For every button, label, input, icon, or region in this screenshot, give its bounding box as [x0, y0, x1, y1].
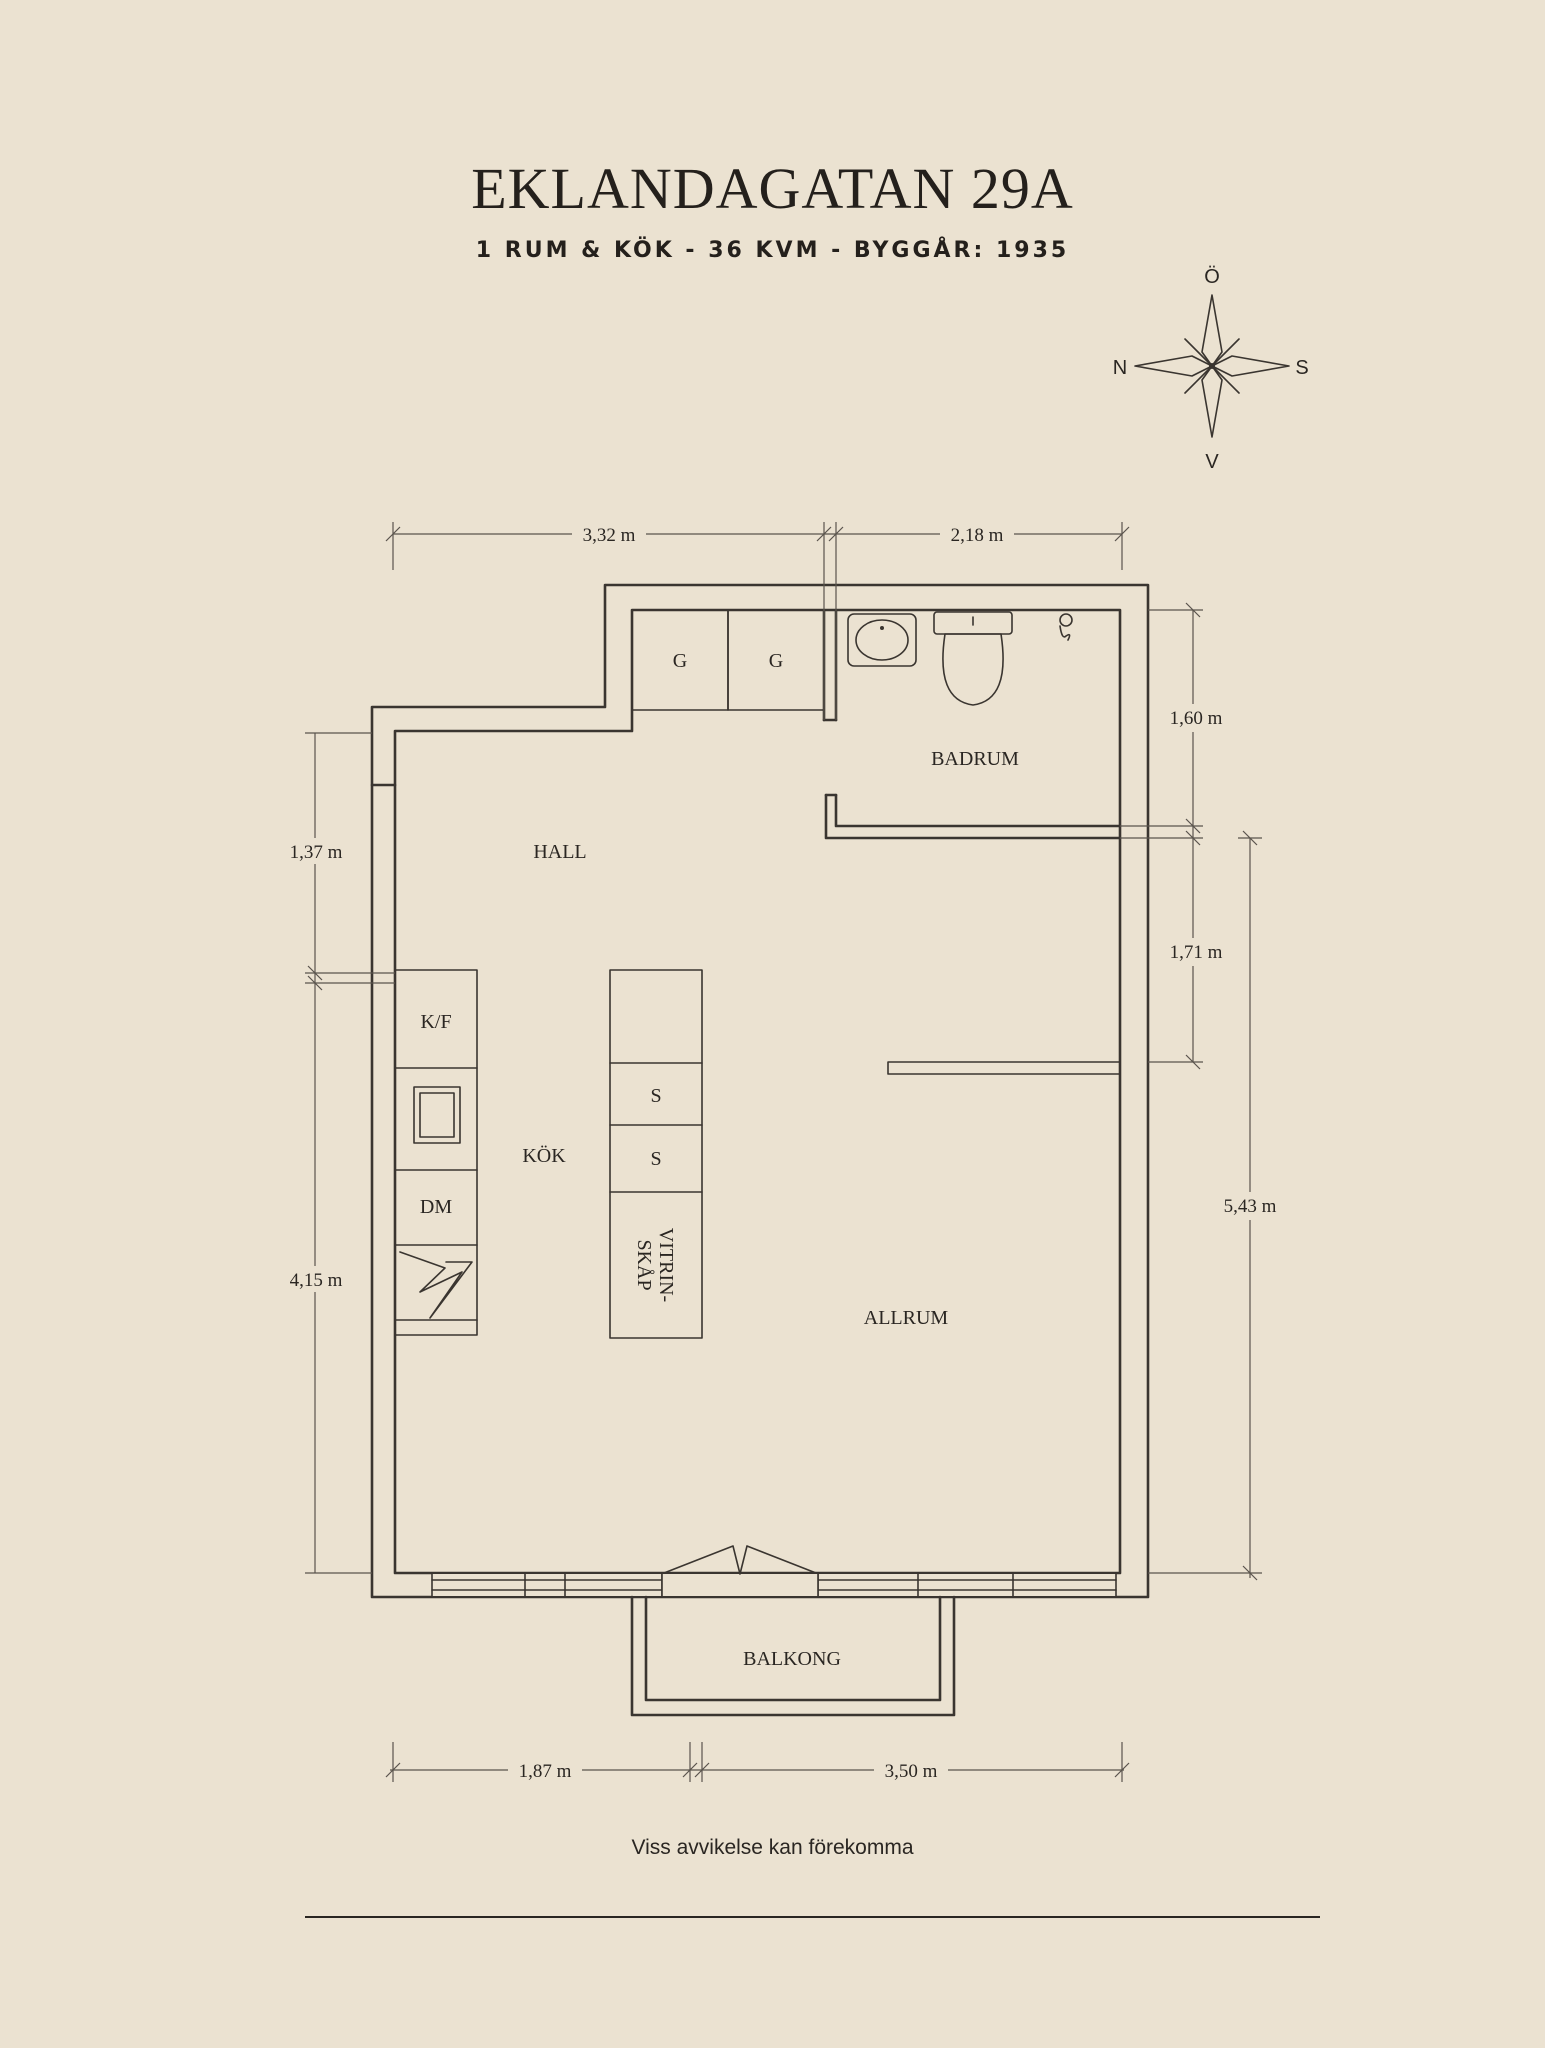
- kitchen-counter: [394, 969, 478, 1336]
- compass-south-label: S: [1295, 357, 1308, 379]
- dim-right-upper: 1,60 m: [1170, 708, 1223, 729]
- room-label-kok: KÖK: [522, 1144, 566, 1167]
- fixture-label-s-2: S: [650, 1148, 661, 1170]
- room-label-hall: HALL: [533, 841, 586, 863]
- dimension-bottom: [385, 1742, 1130, 1782]
- fixture-label-g-1: G: [673, 650, 687, 672]
- footer-divider: [305, 1916, 1320, 1918]
- dimension-top: [385, 522, 1130, 720]
- dim-right-middle: 1,71 m: [1170, 942, 1223, 963]
- dim-left-upper: 1,37 m: [290, 842, 343, 863]
- sink-icon: [847, 613, 917, 667]
- dim-bottom-left: 1,87 m: [519, 1761, 572, 1782]
- outer-walls: [370, 583, 1150, 1599]
- partition-wall: [887, 1061, 1121, 1075]
- stove-icon: [413, 1086, 461, 1144]
- dim-right-lower: 5,43 m: [1224, 1196, 1277, 1217]
- bathroom-walls: [822, 608, 1122, 840]
- toilet-icon: [933, 611, 1013, 706]
- kitchen-island: [609, 969, 703, 1339]
- balcony: [630, 1595, 956, 1717]
- fixture-label-g-2: G: [769, 650, 783, 672]
- compass-rose-icon: [1134, 294, 1290, 438]
- compass-east-label: Ö: [1204, 266, 1220, 288]
- page-title: EKLANDAGATAN 29A: [471, 156, 1074, 221]
- shower-icon: [1059, 613, 1073, 641]
- compass-north-label: N: [1113, 357, 1127, 379]
- compass-west-label: V: [1205, 451, 1219, 473]
- fixture-label-vitrin-line1: VITRIN-: [655, 1228, 677, 1302]
- fixture-label-vitrin-line2: SKÅP: [633, 1239, 655, 1290]
- dim-left-lower: 4,15 m: [290, 1270, 343, 1291]
- dim-bottom-right: 3,50 m: [885, 1761, 938, 1782]
- dimension-left: [280, 732, 395, 1574]
- room-label-badrum: BADRUM: [931, 748, 1019, 770]
- page-subtitle: 1 RUM & KÖK - 36 KVM - BYGGÅR: 1935: [475, 238, 1070, 263]
- fixture-label-s-1: S: [650, 1085, 661, 1107]
- disclaimer-note: Viss avvikelse kan förekomma: [631, 1836, 914, 1859]
- room-label-balkong: BALKONG: [743, 1648, 841, 1670]
- balcony-door: [661, 1545, 819, 1598]
- fixture-label-kf: K/F: [420, 1011, 451, 1033]
- dimension-right: [1120, 602, 1286, 1581]
- bottom-windows: [431, 1572, 1117, 1598]
- room-label-allrum: ALLRUM: [864, 1307, 949, 1329]
- dim-top-right: 2,18 m: [951, 525, 1004, 546]
- oven-icon: [399, 1251, 473, 1319]
- fixture-label-dm: DM: [420, 1196, 452, 1218]
- dim-top-left: 3,32 m: [583, 525, 636, 546]
